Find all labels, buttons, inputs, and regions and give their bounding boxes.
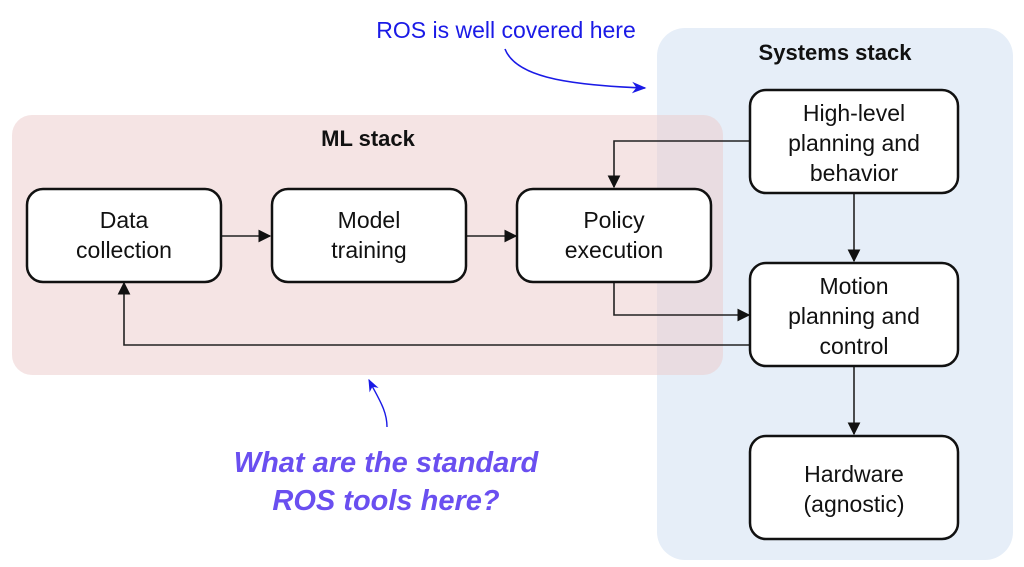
node-model-training-line1: Model — [338, 207, 401, 233]
node-high-level-line1: High-level — [803, 100, 905, 126]
annotation-top-arrow — [504, 48, 647, 94]
annotation-bottom-arrow — [368, 378, 388, 428]
node-hardware: Hardware (agnostic) — [748, 434, 960, 541]
node-motion-line1: Motion — [819, 273, 888, 299]
edge-highlevel-to-policy — [607, 140, 750, 189]
node-data-collection-line1: Data — [100, 207, 149, 233]
edge-motion-to-data — [117, 281, 750, 346]
annotation-top: ROS is well covered here — [376, 17, 636, 43]
annotation-bottom-line1: What are the standard — [234, 447, 540, 479]
annotation-bottom-line2: ROS tools here? — [272, 485, 499, 517]
node-high-level-line3: behavior — [810, 160, 899, 186]
node-model-training: Model training — [270, 187, 468, 284]
node-policy-execution: Policy execution — [515, 187, 713, 284]
node-motion-line2: planning and — [788, 303, 920, 329]
node-data-collection: Data collection — [25, 187, 223, 284]
node-motion-line3: control — [819, 333, 888, 359]
ml-stack-title: ML stack — [321, 126, 416, 151]
node-high-level-line2: planning and — [788, 130, 920, 156]
node-hardware-line1: Hardware — [804, 461, 904, 487]
node-hardware-line2: (agnostic) — [804, 491, 905, 517]
systems-stack-title: Systems stack — [759, 40, 913, 65]
node-data-collection-line2: collection — [76, 237, 172, 263]
edge-policy-to-motion — [613, 283, 751, 322]
node-model-training-line2: training — [331, 237, 406, 263]
node-policy-execution-line2: execution — [565, 237, 663, 263]
node-motion-planning: Motion planning and control — [748, 261, 960, 368]
node-high-level-planning: High-level planning and behavior — [748, 88, 960, 195]
node-policy-execution-line1: Policy — [583, 207, 645, 233]
